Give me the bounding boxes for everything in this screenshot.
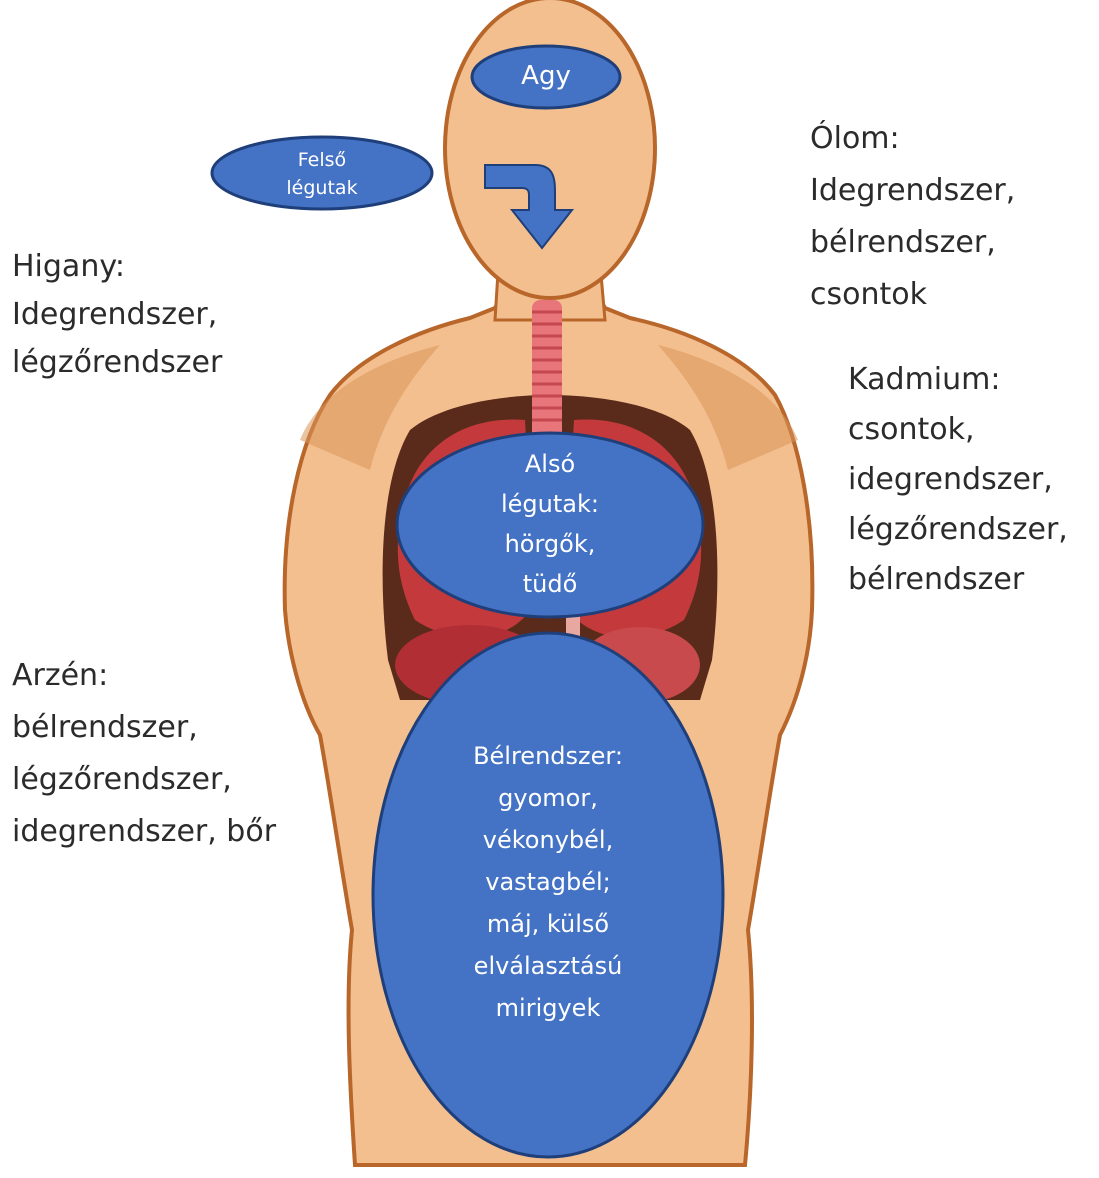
upper-airways-label: Felső légutak — [262, 146, 382, 202]
trachea — [532, 300, 562, 440]
brain-label: Agy — [496, 60, 596, 92]
arsenic-label: Arzén: bélrendszer, légzőrendszer, idegr… — [12, 650, 276, 858]
mercury-label: Higany: Idegrendszer, légzőrendszer — [12, 243, 222, 387]
lead-label: Ólom: Idegrendszer, bélrendszer, csontok — [810, 113, 1015, 321]
digestive-label: Bélrendszer: gyomor, vékonybél, vastagbé… — [433, 735, 663, 1029]
lower-airways-label: Alsó légutak: hörgők, tüdő — [460, 444, 640, 604]
cadmium-label: Kadmium: csontok, idegrendszer, légzőren… — [848, 355, 1068, 605]
